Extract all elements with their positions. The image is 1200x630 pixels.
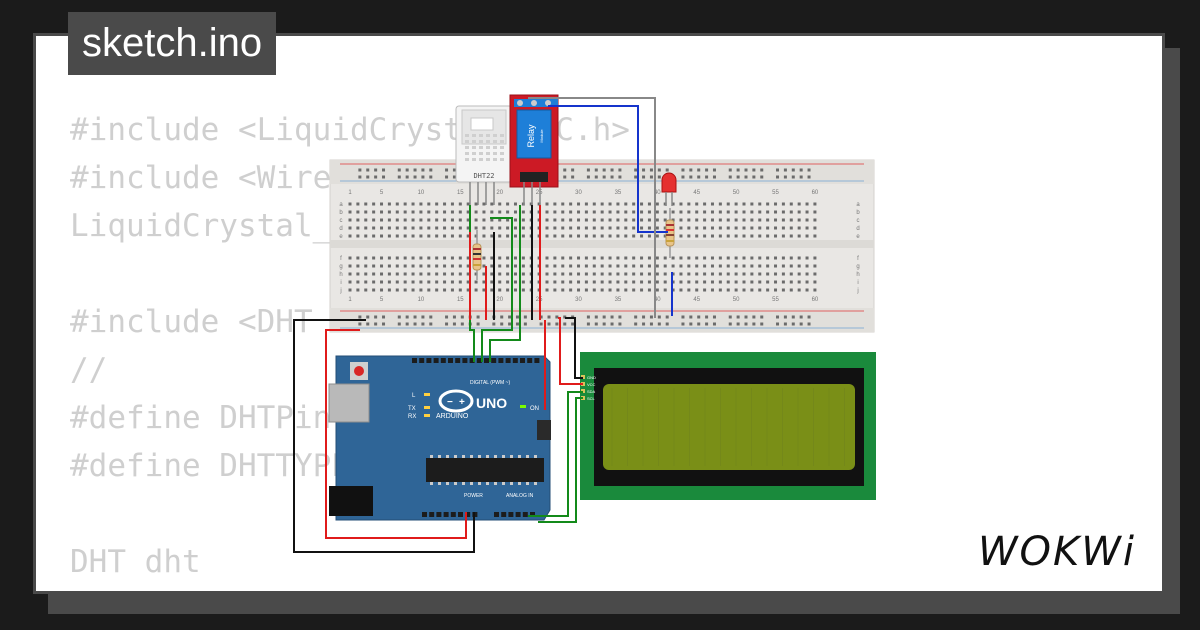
breadboard-row-letter: c: [857, 218, 860, 224]
breadboard-number: 5: [380, 297, 384, 303]
lcd-pin-label: SDA: [587, 389, 596, 394]
breadboard-number: 1: [348, 190, 352, 196]
breadboard-row-letter: j: [339, 288, 341, 294]
resistor-1[interactable]: [472, 230, 482, 280]
lcd-pin-label: VCC: [587, 382, 596, 387]
breadboard-number: 15: [457, 190, 464, 196]
breadboard-row-letter: j: [856, 288, 858, 294]
breadboard-row-letter: f: [340, 256, 342, 262]
reset-button[interactable]: [354, 366, 364, 376]
breadboard-number: 5: [380, 190, 384, 196]
breadboard-number: 40: [654, 297, 661, 303]
breadboard-number: 35: [615, 190, 622, 196]
relay-module[interactable]: Relay Module: [509, 94, 559, 205]
tx-led-label: TX: [408, 406, 416, 412]
breadboard-number: 20: [496, 297, 503, 303]
breadboard[interactable]: 1155101015152020252530303535404045455050…: [329, 159, 875, 333]
arduino-brand: ARDUINO: [436, 413, 469, 420]
breadboard-row-letter: i: [857, 280, 858, 286]
wires[interactable]: [293, 97, 673, 553]
breadboard-row-letter: d: [856, 226, 859, 232]
breadboard-number: 20: [496, 190, 503, 196]
breadboard-number: 50: [733, 190, 740, 196]
lcd-pin-label: SCL: [587, 396, 596, 401]
breadboard-row-letter: b: [339, 210, 343, 216]
lcd-display[interactable]: GND VCC SDA SCL: [580, 352, 876, 500]
analog-label: ANALOG IN: [506, 493, 534, 499]
breadboard-row-letter: f: [857, 256, 859, 262]
code-line: DHT dht: [70, 544, 201, 580]
code-line: #define DHTPin: [70, 400, 332, 436]
breadboard-number: 40: [654, 190, 661, 196]
breadboard-row-letter: g: [339, 264, 342, 270]
arduino-uno[interactable]: − + UNO ARDUINO DIGITAL (PWM ~) POWER AN…: [328, 355, 551, 521]
breadboard-number: 10: [418, 297, 425, 303]
breadboard-row-letter: e: [856, 234, 860, 240]
red-led[interactable]: [661, 172, 677, 206]
digital-label: DIGITAL (PWM ~): [470, 380, 510, 386]
arduino-logo-icon: [438, 389, 474, 413]
breadboard-number: 30: [575, 297, 582, 303]
relay-sub-label: Module: [539, 129, 544, 143]
rx-led-label: RX: [408, 414, 416, 420]
code-line: #include <LiquidCrystal_I2C.h>: [70, 112, 630, 148]
code-line: #define DHTTYPE: [70, 448, 350, 484]
breadboard-row-letter: b: [856, 210, 860, 216]
breadboard-number: 60: [812, 190, 819, 196]
breadboard-number: 55: [772, 297, 779, 303]
breadboard-number: 60: [812, 297, 819, 303]
code-line: //: [70, 352, 108, 388]
lcd-character-grid: [611, 388, 845, 466]
arduino-headers: [412, 358, 540, 517]
breadboard-number: 15: [457, 297, 464, 303]
breadboard-row-letter: i: [340, 280, 341, 286]
dht-label: DHT22: [473, 172, 494, 180]
breadboard-row-letter: c: [340, 218, 343, 224]
svg-text:+: +: [459, 397, 465, 408]
breadboard-row-letter: e: [339, 234, 343, 240]
l-led-label: L: [412, 393, 416, 399]
breadboard-number: 1: [348, 297, 352, 303]
breadboard-number: 45: [693, 190, 700, 196]
breadboard-number: 30: [575, 190, 582, 196]
power-label: POWER: [464, 493, 483, 499]
breadboard-row-letter: g: [856, 264, 859, 270]
wokwi-logo: WOKWi: [978, 529, 1136, 575]
dht-grill: [465, 134, 504, 161]
breadboard-number: 35: [615, 297, 622, 303]
on-led-label: ON: [530, 406, 539, 412]
lcd-pin-label: GND: [587, 375, 596, 380]
breadboard-number: 45: [693, 297, 700, 303]
breadboard-row-letter: h: [339, 272, 342, 278]
breadboard-row-letter: a: [339, 202, 343, 208]
breadboard-number: 55: [772, 190, 779, 196]
filename-tab[interactable]: sketch.ino: [68, 12, 277, 75]
breadboard-number: 10: [418, 190, 425, 196]
code-line: #include <DHT: [70, 304, 313, 340]
breadboard-row-letter: d: [339, 226, 342, 232]
breadboard-row-letter: h: [856, 272, 859, 278]
breadboard-row-letter: a: [856, 202, 860, 208]
breadboard-number: 50: [733, 297, 740, 303]
relay-label: Relay: [526, 124, 536, 148]
arduino-model: UNO: [476, 395, 507, 411]
svg-text:−: −: [447, 397, 453, 408]
